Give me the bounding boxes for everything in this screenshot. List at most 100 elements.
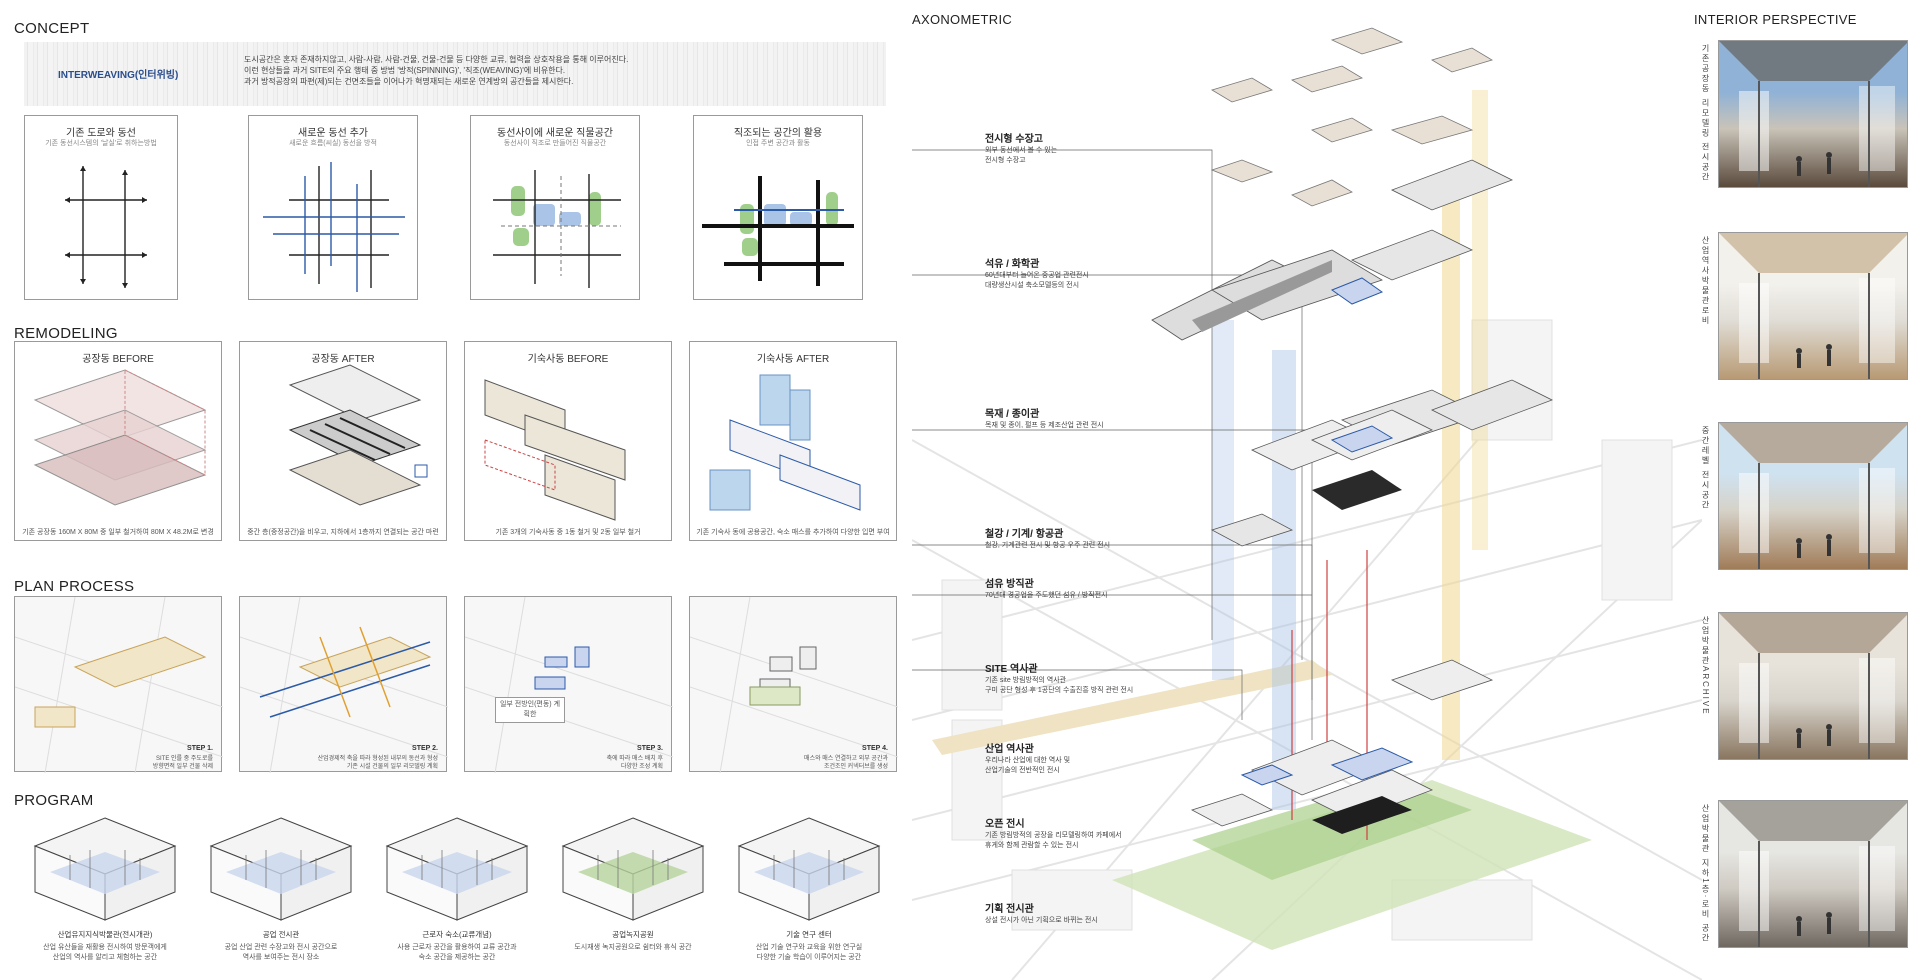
axo-label-desc: 상설 전시가 아닌 기획으로 바뀌는 전시 xyxy=(985,917,1098,924)
concept-box-title: 직조되는 공간의 활용 xyxy=(733,128,823,139)
concept-diagram-4 xyxy=(702,176,854,286)
remodel-diagram-1 xyxy=(33,369,207,506)
concept-box-title: 기존 도로와 동선 xyxy=(66,128,136,139)
axo-label-name: SITE 역사관 xyxy=(985,664,1038,675)
concept-box-sub: 동선사이 직조로 만들어진 직물공간 xyxy=(503,140,607,147)
interior-label: 산업박물관ARCHIVE xyxy=(1701,616,1710,716)
program-item-caption: 산업 기술 연구와 교육을 위한 연구실 다양한 기술 학습이 이루어지는 공간 xyxy=(755,944,863,961)
plan-map-2 xyxy=(240,597,448,773)
concept-box-1: 기존 도로와 동선 기존 동선시스템의 '날실'로 취하는방법 xyxy=(24,115,178,300)
plan-box-1: STEP 1. SITE 인를 중 주도로를 방향면적 일부 건물 삭제 xyxy=(14,596,223,773)
remodel-box-title: 기숙사동 AFTER xyxy=(756,354,830,365)
remodel-box-title: 공장동 AFTER xyxy=(311,354,375,365)
remodel-diagram-2 xyxy=(288,364,428,506)
concept-box-2: 새로운 동선 추가 새로운 흐름(씨실) 동선을 방적 xyxy=(248,115,418,300)
plan-step-desc: 산업경제적 축을 따라 형성된 내부의 동선과 형성 기존 시설 건물의 일부 … xyxy=(317,756,438,770)
program-item-title: 근로자 숙소(교류개념) xyxy=(422,930,492,939)
interior-scene xyxy=(1719,233,1907,379)
plan-step: STEP 1. xyxy=(187,745,213,752)
interior-scene xyxy=(1719,423,1907,569)
interior-label: 중간레벨 전시공간 xyxy=(1701,426,1710,511)
concept-box-title: 새로운 동선 추가 xyxy=(298,128,368,139)
axo-label-desc: 기존 방림방적의 공장을 리모델링하여 카페에서 휴게와 함께 관람할 수 있는… xyxy=(985,832,1122,849)
interior-image xyxy=(1718,422,1908,570)
concept-box-title: 동선사이에 새로운 직물공간 xyxy=(497,128,613,139)
axo-label-name: 전시형 수장고 xyxy=(985,134,1043,145)
plan-box-3: 일부 전방인(편동) 계획한 STEP 3. 축에 따라 매스 배치 후 다양한… xyxy=(464,596,673,773)
concept-diagram-2 xyxy=(263,162,405,292)
axo-label-desc: 70년대 경공업을 주도했던 섬유 / 방직전시 xyxy=(985,592,1108,599)
program-item: 근로자 숙소(교류개념) 사용 근로자 공간을 활용하여 교류 공간과 숙소 공간… xyxy=(372,810,542,975)
interior-label: 기존공장동 리모델링 전시공간 xyxy=(1701,44,1710,183)
program-title: PROGRAM xyxy=(14,792,94,809)
program-item-title: 공업 전시관 xyxy=(262,930,300,939)
axo-label-name: 석유 / 화학관 xyxy=(985,259,1040,270)
program-item-title: 산업유지지식박물관(전시개관) xyxy=(57,930,153,939)
interior-label: 산업역사박물관로비 xyxy=(1701,236,1710,326)
axonometric-drawing xyxy=(912,27,1702,980)
concept-banner: INTERWEAVING(인터위빙) 도시공간은 혼자 존재하지않고, 사람-사… xyxy=(24,42,886,106)
plan-step-desc: 매스와 매스 연결하고 외부 공간과 조건조인 커넥터브를 생성 xyxy=(804,756,888,770)
axo-label-desc: 기존 site 방림방적의 역사관 구미 공단 형성 후 1공단의 수출진흥 방… xyxy=(985,677,1134,694)
interior-image xyxy=(1718,232,1908,380)
axo-label-desc: 우리나라 산업에 대한 역사 및 산업기술의 전반적인 전시 xyxy=(985,757,1071,774)
remodel-diagram-4 xyxy=(709,374,861,511)
program-item-title: 기술 연구 센터 xyxy=(786,930,832,939)
plan-step-desc: 축에 따라 매스 배치 후 다양한 조성 계획 xyxy=(606,756,663,770)
plan-step: STEP 2. xyxy=(412,745,438,752)
interior-title: INTERIOR PERSPECTIVE xyxy=(1694,12,1857,27)
axo-label-name: 철강 / 기계/ 항공관 xyxy=(985,529,1064,540)
remodel-caption: 기존 기숙사 동에 공용공간, 숙소 매스를 추가하여 다양한 입면 부여 xyxy=(696,529,890,536)
interior-image xyxy=(1718,612,1908,760)
interior-image xyxy=(1718,40,1908,188)
plan-map-4 xyxy=(690,597,898,773)
plan-step: STEP 3. xyxy=(637,745,663,752)
remodel-box-title: 공장동 BEFORE xyxy=(82,354,154,365)
remodel-box-4: 기숙사동 AFTER 기존 기숙사 동에 공용공간, 숙소 매스를 추가하여 다… xyxy=(689,341,897,541)
remodeling-title: REMODELING xyxy=(14,325,118,342)
interior-scene xyxy=(1719,613,1907,759)
plan-title: PLAN PROCESS xyxy=(14,578,135,595)
axo-label-desc: 60년대부터 늘어온 중공업 관련전시 대량생산시설 축소모델등의 전시 xyxy=(985,272,1089,289)
concept-box-sub: 기존 동선시스템의 '날실'로 취하는방법 xyxy=(45,140,157,147)
program-item-caption: 도시재생 녹지공원으로 쉼터와 휴식 공간 xyxy=(574,944,692,951)
axo-label-name: 산업 역사관 xyxy=(985,744,1034,755)
program-cube xyxy=(737,817,881,921)
program-item-caption: 사용 근로자 공간을 활용하여 교류 공간과 숙소 공간을 제공하는 공간 xyxy=(397,944,517,961)
concept-diagram-3 xyxy=(493,170,621,288)
remodel-caption: 중간 층(중정공간)을 비우고, 지하에서 1층까지 연결되는 공간 마련 xyxy=(247,529,439,536)
interior-image xyxy=(1718,800,1908,948)
program-cube xyxy=(385,817,529,921)
remodel-diagram-3 xyxy=(484,379,626,521)
concept-box-4: 직조되는 공간의 활용 인접 주변 공간과 활동 xyxy=(693,115,863,300)
axo-label-name: 기획 전시관 xyxy=(985,904,1034,915)
axo-label-name: 목재 / 종이관 xyxy=(985,409,1040,420)
axonometric-title: AXONOMETRIC xyxy=(912,12,1013,27)
axo-label-name: 오픈 전시 xyxy=(985,819,1025,830)
remodel-caption: 기존 3개의 기숙사동 중 1동 철거 및 2동 일부 철거 xyxy=(495,529,641,536)
remodel-box-1: 공장동 BEFORE 기존 공장동 160M X 80M 중 일부 철거하여 8… xyxy=(14,341,222,541)
program-cube xyxy=(561,817,705,921)
remodel-caption: 기존 공장동 160M X 80M 중 일부 철거하여 80M X 48.2M로… xyxy=(22,529,214,536)
plan-map-3 xyxy=(465,597,673,773)
interior-scene xyxy=(1719,41,1907,187)
axo-label-desc: 목재 및 종이, 펄프 등 제조산업 관련 전시 xyxy=(985,422,1104,429)
plan-step-desc: SITE 인를 중 주도로를 방향면적 일부 건물 삭제 xyxy=(152,756,213,770)
program-cube xyxy=(33,817,177,921)
program-item-caption: 공업 산업 관련 수장고와 전시 공간으로 역사를 보여주는 전시 장소 xyxy=(224,944,338,961)
banner-desc: 도시공간은 혼자 존재하지않고, 사람-사람, 사람-건물, 건물-건물 등 다… xyxy=(244,55,629,86)
interior-label: 산업박물관 지하1층·로비 공간 xyxy=(1701,804,1710,944)
axo-label-desc: 철강, 기계관련 전시 및 항공 우주 관련 전시 xyxy=(985,542,1111,549)
remodel-box-2: 공장동 AFTER 중간 층(중정공간)을 비우고, 지하에서 1층까지 연결되… xyxy=(239,341,447,541)
interior-scene xyxy=(1719,801,1907,947)
plan-step: STEP 4. xyxy=(862,745,888,752)
remodel-box-title: 기숙사동 BEFORE xyxy=(527,354,609,365)
axo-label-desc: 외부 동선에서 볼 수 있는 전시형 수장고 xyxy=(985,147,1058,164)
concept-box-3: 동선사이에 새로운 직물공간 동선사이 직조로 만들어진 직물공간 xyxy=(470,115,640,300)
plan-box-4: STEP 4. 매스와 매스 연결하고 외부 공간과 조건조인 커넥터브를 생성 xyxy=(689,596,898,773)
plan-box-2: STEP 2. 산업경제적 축을 따라 형성된 내부의 동선과 형성 기존 시설… xyxy=(239,596,448,773)
program-item: 산업유지지식박물관(전시개관)산업 유산들을 재활용 전시하여 방문객에게 산업… xyxy=(20,810,190,975)
